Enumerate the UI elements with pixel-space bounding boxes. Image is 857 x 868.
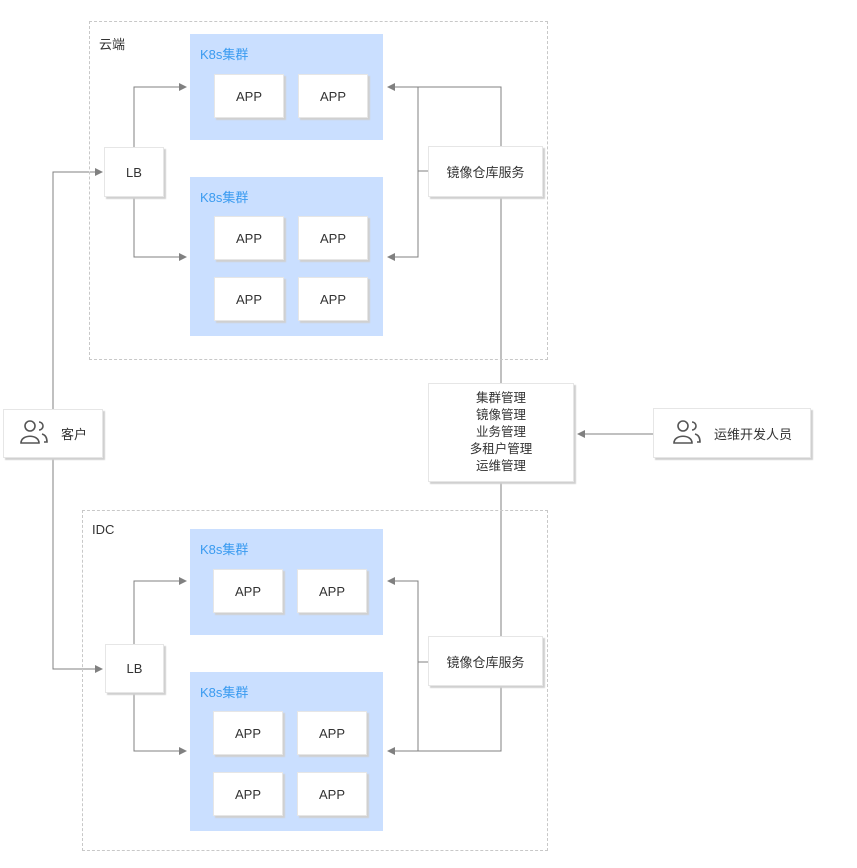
- app-box[interactable]: APP: [214, 277, 284, 321]
- cloud-zone: [89, 21, 548, 360]
- cluster-label: K8s集群: [200, 542, 249, 557]
- cluster-label: K8s集群: [200, 47, 249, 62]
- idc-k8s-cluster-1: K8s集群 APP APP: [190, 529, 383, 635]
- edge-customer-to-cloud-lb: [52, 168, 103, 410]
- idc-zone-label: IDC: [92, 522, 115, 537]
- cloud-lb-box[interactable]: LB: [104, 147, 164, 197]
- idc-k8s-cluster-2: K8s集群 APP APP APP APP: [190, 672, 383, 831]
- idc-registry-box[interactable]: 镜像仓库服务: [428, 636, 543, 686]
- idc-zone: [82, 510, 548, 851]
- edge-cloud-registry-to-cluster1: [387, 83, 502, 148]
- app-box[interactable]: APP: [298, 216, 368, 260]
- users-icon: [672, 419, 702, 448]
- edge-cloud-lb-to-cluster1: [133, 83, 187, 148]
- app-box[interactable]: APP: [214, 216, 284, 260]
- cloud-zone-label: 云端: [99, 37, 126, 52]
- mgmt-item: 运维管理: [475, 459, 526, 473]
- edge-customer-to-idc-lb: [52, 458, 103, 673]
- app-box[interactable]: APP: [213, 569, 283, 613]
- app-box[interactable]: APP: [297, 772, 367, 816]
- mgmt-item: 集群管理: [475, 391, 526, 405]
- edge-idc-registry-branch: [387, 577, 428, 663]
- edge-idc-registry-to-cluster2: [387, 686, 502, 755]
- cloud-k8s-cluster-2: K8s集群 APP APP APP APP: [190, 177, 383, 336]
- app-box[interactable]: APP: [213, 772, 283, 816]
- app-box[interactable]: APP: [297, 569, 367, 613]
- cluster-label: K8s集群: [200, 685, 249, 700]
- customer-label: 客户: [60, 427, 87, 442]
- app-box[interactable]: APP: [297, 711, 367, 755]
- mgmt-item: 业务管理: [475, 425, 526, 439]
- mgmt-item: 多租户管理: [469, 442, 533, 456]
- cluster-label: K8s集群: [200, 190, 249, 205]
- customer-box[interactable]: 客户: [3, 409, 103, 458]
- app-box[interactable]: APP: [298, 277, 368, 321]
- edge-idc-lb-to-cluster2: [133, 693, 187, 755]
- app-box[interactable]: APP: [298, 74, 368, 118]
- app-box[interactable]: APP: [214, 74, 284, 118]
- idc-lb-box[interactable]: LB: [105, 644, 164, 693]
- ops-box[interactable]: 运维开发人员: [653, 408, 811, 458]
- ops-label: 运维开发人员: [713, 426, 792, 442]
- edge-cloud-lb-to-cluster2: [133, 198, 187, 261]
- cloud-registry-box[interactable]: 镜像仓库服务: [428, 146, 543, 197]
- edge-idc-lb-to-cluster1: [133, 577, 187, 646]
- users-icon: [19, 419, 49, 448]
- mgmt-item: 镜像管理: [475, 408, 526, 422]
- management-box[interactable]: 集群管理 镜像管理 业务管理 多租户管理 运维管理: [428, 383, 574, 482]
- app-box[interactable]: APP: [213, 711, 283, 755]
- cloud-k8s-cluster-1: K8s集群 APP APP: [190, 34, 383, 140]
- edge-cloud-registry-to-cluster2: [387, 171, 419, 261]
